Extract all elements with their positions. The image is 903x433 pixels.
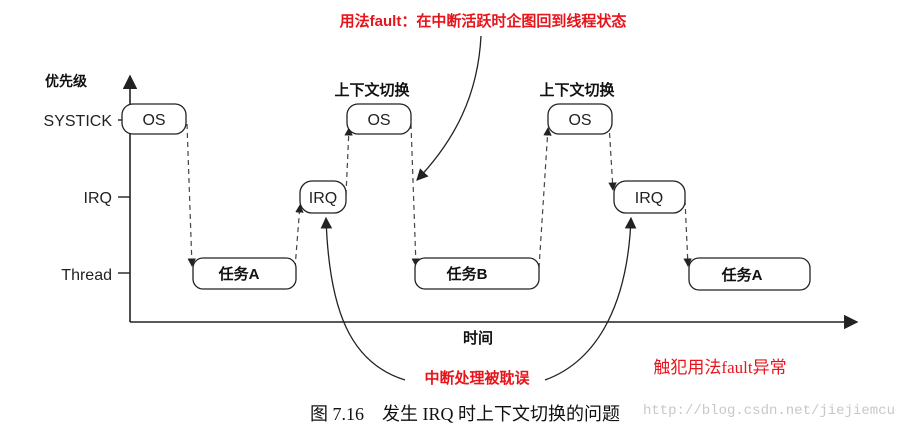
delay-arrow-left <box>320 216 406 381</box>
box-irq-1-label: IRQ <box>309 190 337 207</box>
box-os-2-label: OS <box>367 112 390 129</box>
box-os-1-label: OS <box>142 112 165 129</box>
transition-os1-down <box>186 123 196 267</box>
box-irq-2-label: IRQ <box>635 190 663 207</box>
box-task-b-label: 任务B <box>446 265 488 283</box>
box-os-3: OS <box>547 103 613 135</box>
level-label-thread: Thread <box>61 267 112 284</box>
box-os-1: OS <box>121 103 187 135</box>
transition-irq1-up <box>344 127 353 196</box>
transition-taskB-up <box>538 127 552 269</box>
dashed-transitions <box>186 123 692 269</box>
transition-taskA1-up <box>294 204 304 269</box>
box-task-a-1: 任务A <box>192 257 297 290</box>
box-os-3-label: OS <box>568 112 591 129</box>
delay-arrow-right <box>544 216 637 381</box>
box-task-a-2-label: 任务A <box>721 266 763 284</box>
box-os-2: OS <box>346 103 412 135</box>
usage-fault-arrow <box>416 35 482 181</box>
right-annotation: 触犯用法fault异常 <box>653 358 786 377</box>
box-task-a-1-label: 任务A <box>218 265 260 283</box>
level-label-systick: SYSTICK <box>44 113 113 130</box>
context-switch-label-2: 上下文切换 <box>539 81 615 99</box>
level-label-irq: IRQ <box>84 190 112 207</box>
transition-os2-down <box>410 123 420 267</box>
box-irq-2: IRQ <box>613 180 686 214</box>
watermark: http://blog.csdn.net/jiejiemcu <box>643 403 895 419</box>
context-switch-label-1: 上下文切换 <box>334 81 410 99</box>
top-annotation: 用法fault：在中断活跃时企图回到线程状态 <box>340 12 627 30</box>
y-axis-title: 优先级 <box>45 73 88 89</box>
x-axis-title: 时间 <box>463 329 493 347</box>
figure-caption: 图 7.16 发生 IRQ 时上下文切换的问题 <box>310 404 620 424</box>
box-irq-1: IRQ <box>299 180 347 214</box>
bottom-annotation: 中断处理被耽误 <box>424 369 530 387</box>
box-task-a-2: 任务A <box>688 257 811 291</box>
transition-irq2-down <box>683 199 692 267</box>
transition-os3-down <box>608 123 617 191</box>
box-task-b: 任务B <box>414 257 540 290</box>
